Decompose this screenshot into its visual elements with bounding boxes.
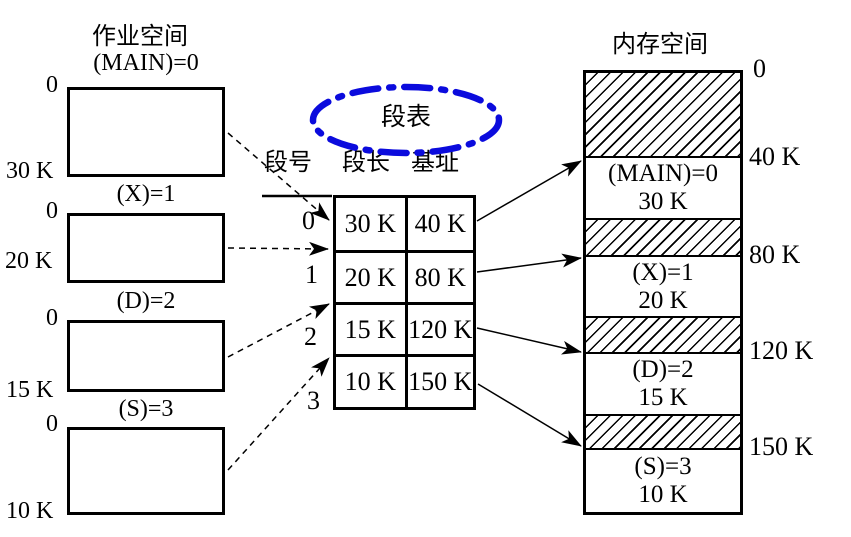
segment-table: 30 K 40 K 20 K 80 K 15 K 120 K 10 K 150 …: [333, 195, 476, 410]
job-segment-label-main: (MAIN)=0: [93, 50, 199, 76]
job-segment-label-d: (D)=2: [116, 288, 176, 314]
memory-segment-size: 15 K: [638, 384, 688, 411]
job-segment-origin-d: 0: [46, 305, 58, 331]
job-segment-size-x: 20 K: [5, 248, 53, 274]
header-seg-length: 段长: [342, 150, 390, 176]
memory-region-occupied-2: [586, 220, 740, 257]
memory-segment-name: (X)=1: [632, 258, 694, 286]
memory-segment-name: (S)=3: [634, 453, 692, 480]
row-number-3: 3: [307, 386, 320, 415]
memory-region-segment-x: (X)=1 20 K: [586, 257, 740, 318]
row-number-2: 2: [304, 322, 317, 351]
memory-region-segment-d: (D)=2 15 K: [586, 354, 740, 416]
arrow-base-150k-to-memory: [477, 383, 582, 447]
memory-segment-name: (MAIN)=0: [608, 160, 718, 187]
arrow-base-120k-to-memory: [476, 327, 582, 355]
memory-address-0: 0: [753, 54, 766, 83]
memory-address-150k: 150 K: [749, 432, 814, 461]
memory-address-120k: 120 K: [749, 336, 814, 365]
memory-segment-name: (D)=2: [632, 356, 694, 383]
memory-address-40k: 40 K: [749, 142, 801, 171]
job-segment-size-d: 15 K: [6, 377, 54, 403]
job-segment-origin-s: 0: [46, 411, 58, 437]
table-cell-length-3: 10 K: [336, 354, 405, 407]
table-cell-length-2: 15 K: [336, 302, 405, 354]
table-cell-base-0: 40 K: [404, 198, 474, 250]
arrow-base-40k-to-memory: [476, 160, 582, 222]
memory-segment-size: 30 K: [638, 188, 688, 215]
memory-region-occupied-3: [586, 318, 740, 354]
job-segment-box-d: [67, 320, 225, 392]
memory-region-occupied-4: [586, 416, 740, 450]
header-seg-base: 基址: [411, 150, 459, 176]
memory-region-segment-main: (MAIN)=0 30 K: [586, 158, 740, 220]
table-cell-base-1: 80 K: [404, 250, 473, 302]
job-segment-box-x: [67, 213, 225, 283]
row-number-1: 1: [305, 260, 318, 289]
job-space-title: 作业空间: [92, 24, 188, 50]
table-cell-base-3: 150 K: [404, 354, 473, 407]
job-segment-size-s: 10 K: [6, 498, 54, 524]
memory-region-occupied-1: [586, 73, 740, 158]
job-segment-origin-x: 0: [46, 198, 58, 224]
segment-table-callout-label: 段表: [380, 104, 431, 131]
job-segment-label-s: (S)=3: [118, 396, 174, 422]
job-segment-box-s: [67, 427, 225, 515]
header-seg-no: 段号: [264, 150, 312, 176]
arrow-base-80k-to-memory: [476, 253, 582, 273]
dashed-arrow-x-to-row1: [227, 241, 329, 256]
row-number-0: 0: [302, 206, 315, 235]
table-cell-length-0: 30 K: [344, 209, 396, 238]
job-segment-size-main: 30 K: [6, 158, 54, 184]
table-cell-base-2: 120 K: [404, 302, 473, 354]
memory-column: (MAIN)=0 30 K (X)=1 20 K (D)=2 15 K (S)=…: [583, 70, 743, 515]
memory-segment-size: 10 K: [638, 481, 688, 508]
table-cell-length-1: 20 K: [336, 250, 405, 302]
memory-segment-size: 20 K: [638, 286, 688, 314]
memory-region-segment-s: (S)=3 10 K: [586, 450, 740, 512]
memory-space-title: 内存空间: [612, 32, 708, 58]
memory-address-80k: 80 K: [749, 240, 801, 269]
job-segment-label-x: (X)=1: [116, 181, 176, 207]
job-segment-origin-main: 0: [46, 72, 58, 98]
job-segment-box-main: [67, 87, 225, 177]
